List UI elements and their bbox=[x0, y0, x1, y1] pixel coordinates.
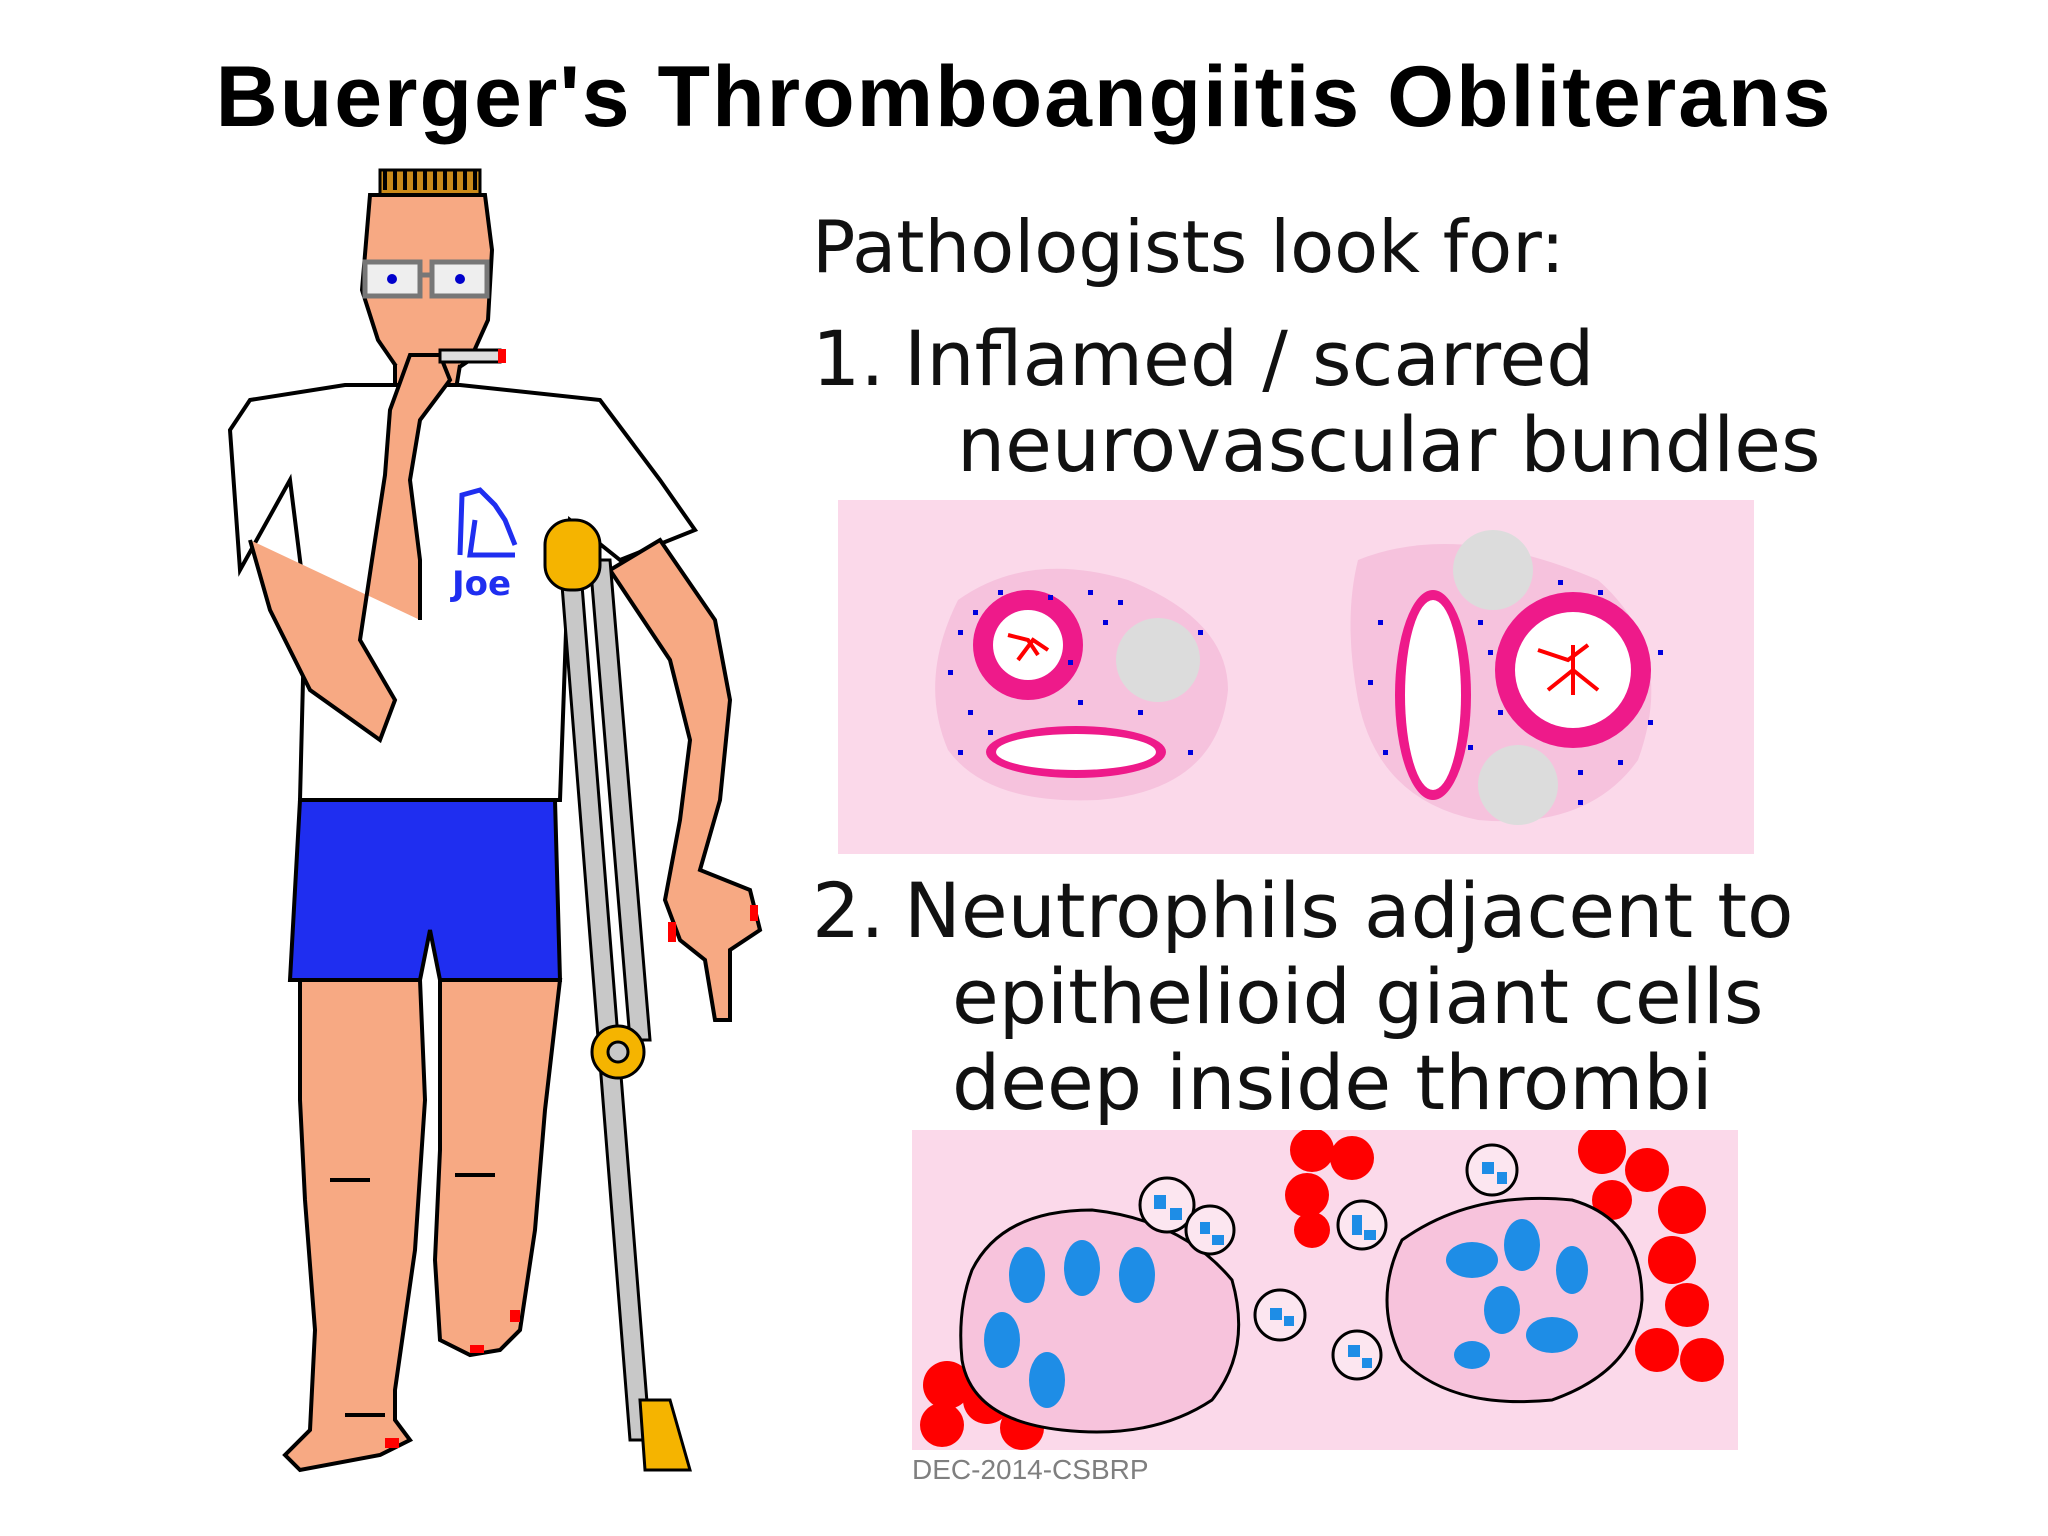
footer-code: DEC-2014-CSBRP bbox=[912, 1454, 1149, 1485]
neurovascular-bundle-right bbox=[1350, 530, 1652, 825]
item-number: 2. bbox=[812, 866, 885, 955]
cigarette-icon bbox=[438, 348, 506, 364]
glasses-icon bbox=[362, 259, 490, 299]
right-arm bbox=[607, 537, 763, 1022]
standing-leg bbox=[282, 978, 428, 1473]
item-number: 1. bbox=[812, 314, 885, 403]
neurovascular-bundle-illustration bbox=[838, 500, 1754, 854]
item-line: Neutrophils adjacent to bbox=[904, 866, 1794, 955]
neutrophils bbox=[1138, 1143, 1519, 1381]
item-line: neurovascular bundles bbox=[957, 400, 1821, 489]
amputated-leg bbox=[432, 978, 563, 1358]
shirt-logo-icon bbox=[457, 487, 518, 558]
finding-item-2: 2.Neutrophils adjacent to epithelioid gi… bbox=[812, 868, 1794, 1126]
giant-cell-left bbox=[959, 1208, 1241, 1434]
crutch-icon bbox=[543, 518, 692, 1472]
giant-cell-right bbox=[1385, 1196, 1644, 1404]
page-title: Buerger's Thromboangiitis Obliterans bbox=[215, 49, 1833, 145]
inflammatory-cells bbox=[948, 580, 1663, 805]
item-line: Inflamed / scarred bbox=[904, 314, 1595, 403]
blue-shorts bbox=[287, 798, 563, 982]
item-line: deep inside thrombi bbox=[952, 1038, 1713, 1127]
neurovascular-bundle-left bbox=[935, 568, 1228, 801]
giant-cell-thrombus-illustration bbox=[912, 1130, 1738, 1450]
item-line: epithelioid giant cells bbox=[952, 952, 1764, 1041]
finding-item-1: 1.Inflamed / scarred neurovascular bundl… bbox=[812, 316, 1821, 488]
pathologists-heading: Pathologists look for: bbox=[812, 205, 1565, 289]
patient-figure-illustration: Joe bbox=[227, 168, 763, 1473]
left-arm bbox=[248, 353, 453, 744]
shirt-text: Joe bbox=[450, 564, 511, 604]
